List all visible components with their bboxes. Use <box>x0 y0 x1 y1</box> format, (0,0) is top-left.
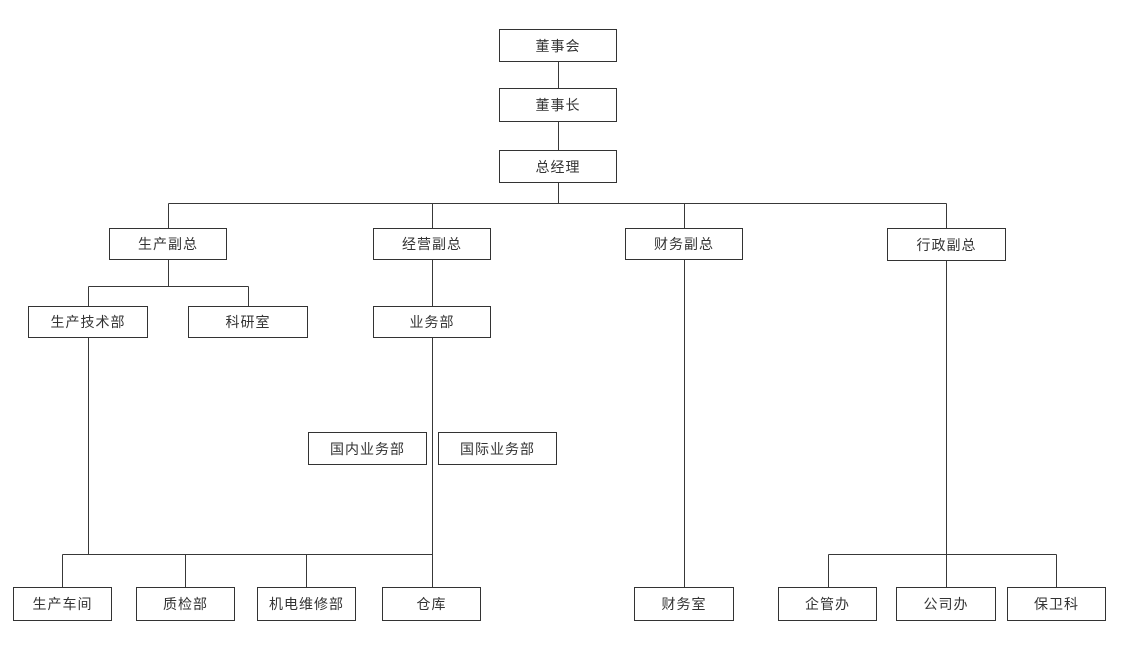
node-business-dept: 业务部 <box>373 306 491 338</box>
node-vp-finance: 财务副总 <box>625 228 743 260</box>
node-general-manager: 总经理 <box>499 150 617 183</box>
connector-bottom-left-rail <box>62 554 433 587</box>
node-quality-inspection-dept: 质检部 <box>136 587 235 621</box>
node-production-tech-dept: 生产技术部 <box>28 306 148 338</box>
node-international-business-dept-label: 国际业务部 <box>460 441 535 458</box>
node-research-office: 科研室 <box>188 306 308 338</box>
node-vp-admin-label: 行政副总 <box>916 237 977 254</box>
node-domestic-business-dept-label: 国内业务部 <box>330 441 405 458</box>
node-research-office-label: 科研室 <box>225 315 271 331</box>
node-business-dept-label: 业务部 <box>409 315 455 331</box>
node-quality-inspection-dept-label: 质检部 <box>163 597 208 613</box>
node-mech-elec-maintenance-dept: 机电维修部 <box>257 587 356 621</box>
connector-gm-vps <box>168 183 947 228</box>
node-security-section-label: 保卫科 <box>1034 597 1079 613</box>
node-enterprise-mgmt-office-label: 企管办 <box>805 597 850 613</box>
node-vp-production: 生产副总 <box>109 228 227 260</box>
node-international-business-dept: 国际业务部 <box>438 432 557 465</box>
node-finance-office-label: 财务室 <box>661 597 707 613</box>
node-company-office-label: 公司办 <box>923 597 969 613</box>
connector-vp-admin-children <box>828 261 1057 587</box>
node-vp-production-label: 生产副总 <box>138 237 198 253</box>
node-production-workshop-label: 生产车间 <box>32 597 93 613</box>
node-finance-office: 财务室 <box>634 587 734 621</box>
node-chairman-label: 董事长 <box>535 98 581 114</box>
node-production-workshop: 生产车间 <box>13 587 112 621</box>
node-vp-operations-label: 经营副总 <box>402 237 462 253</box>
node-general-manager-label: 总经理 <box>535 159 581 176</box>
node-vp-operations: 经营副总 <box>373 228 491 260</box>
connector-vp-production-children <box>88 260 249 306</box>
node-production-tech-dept-label: 生产技术部 <box>50 315 126 331</box>
node-board-label: 董事会 <box>535 38 581 55</box>
node-mech-elec-maintenance-dept-label: 机电维修部 <box>269 597 344 613</box>
node-board: 董事会 <box>499 29 617 62</box>
node-security-section: 保卫科 <box>1007 587 1106 621</box>
node-chairman: 董事长 <box>499 88 617 122</box>
node-warehouse-label: 仓库 <box>416 597 447 613</box>
node-vp-finance-label: 财务副总 <box>654 237 714 253</box>
node-warehouse: 仓库 <box>382 587 481 621</box>
node-company-office: 公司办 <box>896 587 996 621</box>
node-enterprise-mgmt-office: 企管办 <box>778 587 877 621</box>
node-vp-admin: 行政副总 <box>887 228 1006 261</box>
node-domestic-business-dept: 国内业务部 <box>308 432 427 465</box>
